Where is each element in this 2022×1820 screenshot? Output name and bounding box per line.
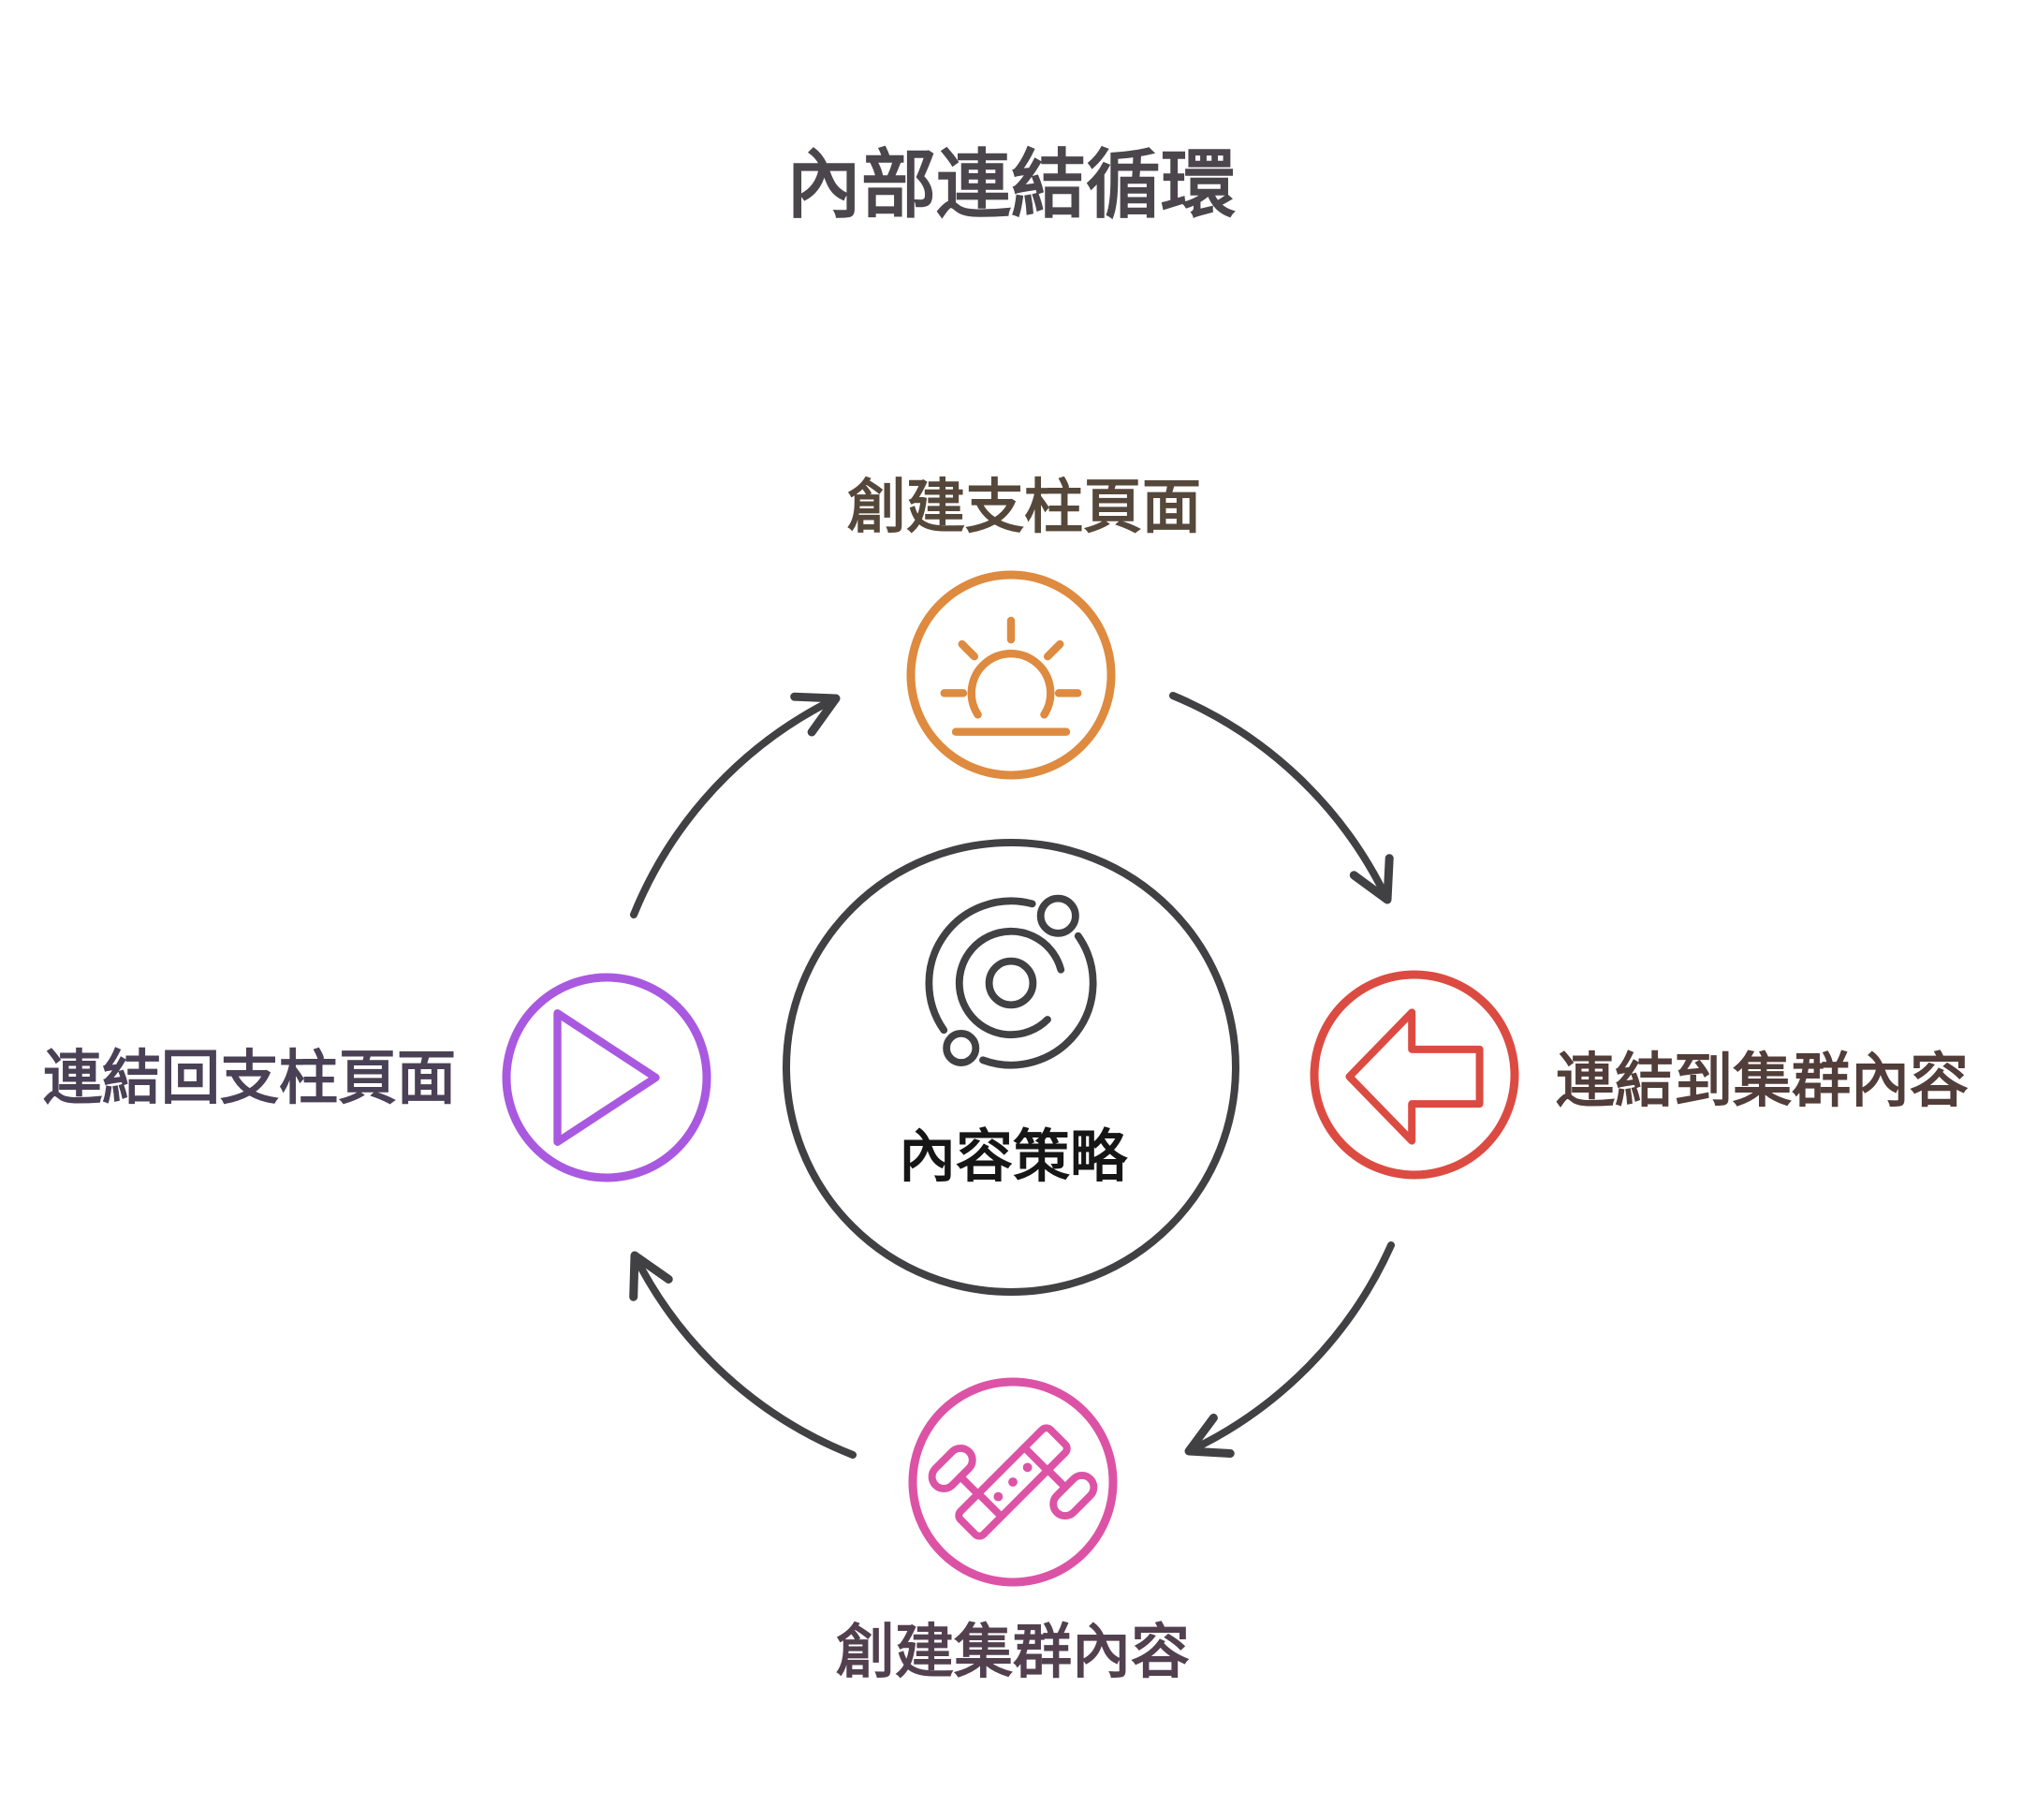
node-right-link-to-cluster: 連結到集群內容 [1310,970,1969,1180]
node-top-label: 創建支柱頁面 [847,475,1201,540]
satellite-icon [928,1424,1098,1540]
center-hub: 內容策略 [783,839,1239,1296]
node-right-label: 連結到集群內容 [1556,1049,1969,1114]
page-title: 內部連結循環 [786,143,1236,227]
arrow-bottom-to-left [629,1251,857,1459]
arrow-right-to-bottom [1184,1241,1395,1458]
node-bottom-create-cluster: 創建集群內容 [836,1377,1190,1685]
arrow-left-to-top [630,692,841,918]
node-right-circle [1310,970,1519,1180]
node-left-link-back-to-pillar: 連結回支柱頁面 [43,973,711,1182]
node-bottom-label: 創建集群內容 [836,1620,1190,1685]
arrow-top-to-right [1169,692,1394,904]
arrow-left-icon [1345,1008,1484,1145]
flow-arrows [629,692,1395,1459]
orbit-icon [925,894,1097,1069]
sunrise-icon [940,616,1082,736]
node-left-circle [502,973,711,1182]
play-icon [553,1009,660,1146]
node-left-label: 連結回支柱頁面 [43,1046,456,1111]
node-top-circle [906,570,1116,780]
center-label: 內容策略 [899,1124,1128,1188]
node-top-create-pillar-page: 創建支柱頁面 [847,475,1201,780]
